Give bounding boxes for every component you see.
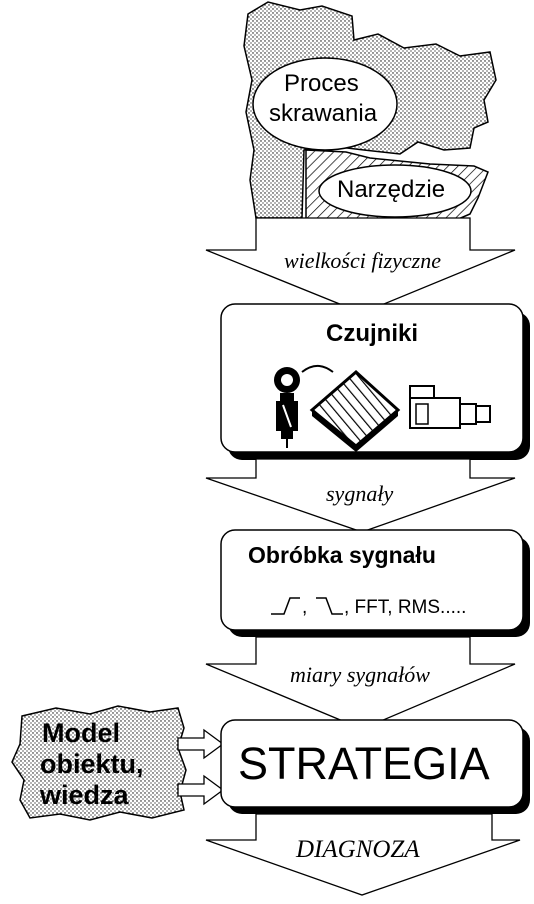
sensors-title: Czujniki xyxy=(326,320,419,347)
dynamometer-plate-icon xyxy=(301,365,401,452)
model-blob xyxy=(11,705,187,821)
signals-arrow xyxy=(205,458,516,533)
signal-measures-arrow xyxy=(205,636,516,730)
cutting-process-ellipse xyxy=(252,57,398,151)
cutting-process-label-line2: skrawania xyxy=(269,100,378,127)
cutting-process-label-line1: Proces xyxy=(284,70,359,97)
model-line1: Model xyxy=(42,718,120,748)
tool-label: Narzędzie xyxy=(337,176,446,203)
physical-quantities-label: wielkości fizyczne xyxy=(284,248,442,273)
processing-methods: , FFT, RMS..... xyxy=(344,597,467,618)
tool-ellipse xyxy=(318,164,472,218)
signal-measures-label: miary sygnałów xyxy=(290,662,430,687)
processing-title: Obróbka sygnału xyxy=(248,542,436,568)
physical-quantities-arrow xyxy=(205,217,516,314)
signals-label: sygnały xyxy=(326,481,394,506)
step-up-icon xyxy=(271,597,300,615)
model-to-strategy-arrow-top xyxy=(177,728,225,760)
strategy-title: STRATEGIA xyxy=(238,738,490,789)
clamp-sensor-icon xyxy=(274,367,300,448)
processing-box xyxy=(220,529,524,631)
accelerometer-icon xyxy=(409,385,491,429)
strategy-box xyxy=(220,719,524,808)
processing-separator: , xyxy=(302,597,308,618)
diagnosis-arrow xyxy=(205,813,521,896)
step-down-icon xyxy=(316,597,343,615)
model-to-strategy-arrow-bottom xyxy=(177,774,225,806)
model-line3: wiedza xyxy=(40,780,129,810)
diagnosis-label: DIAGNOZA xyxy=(296,836,420,863)
model-line2: obiektu, xyxy=(40,749,144,779)
